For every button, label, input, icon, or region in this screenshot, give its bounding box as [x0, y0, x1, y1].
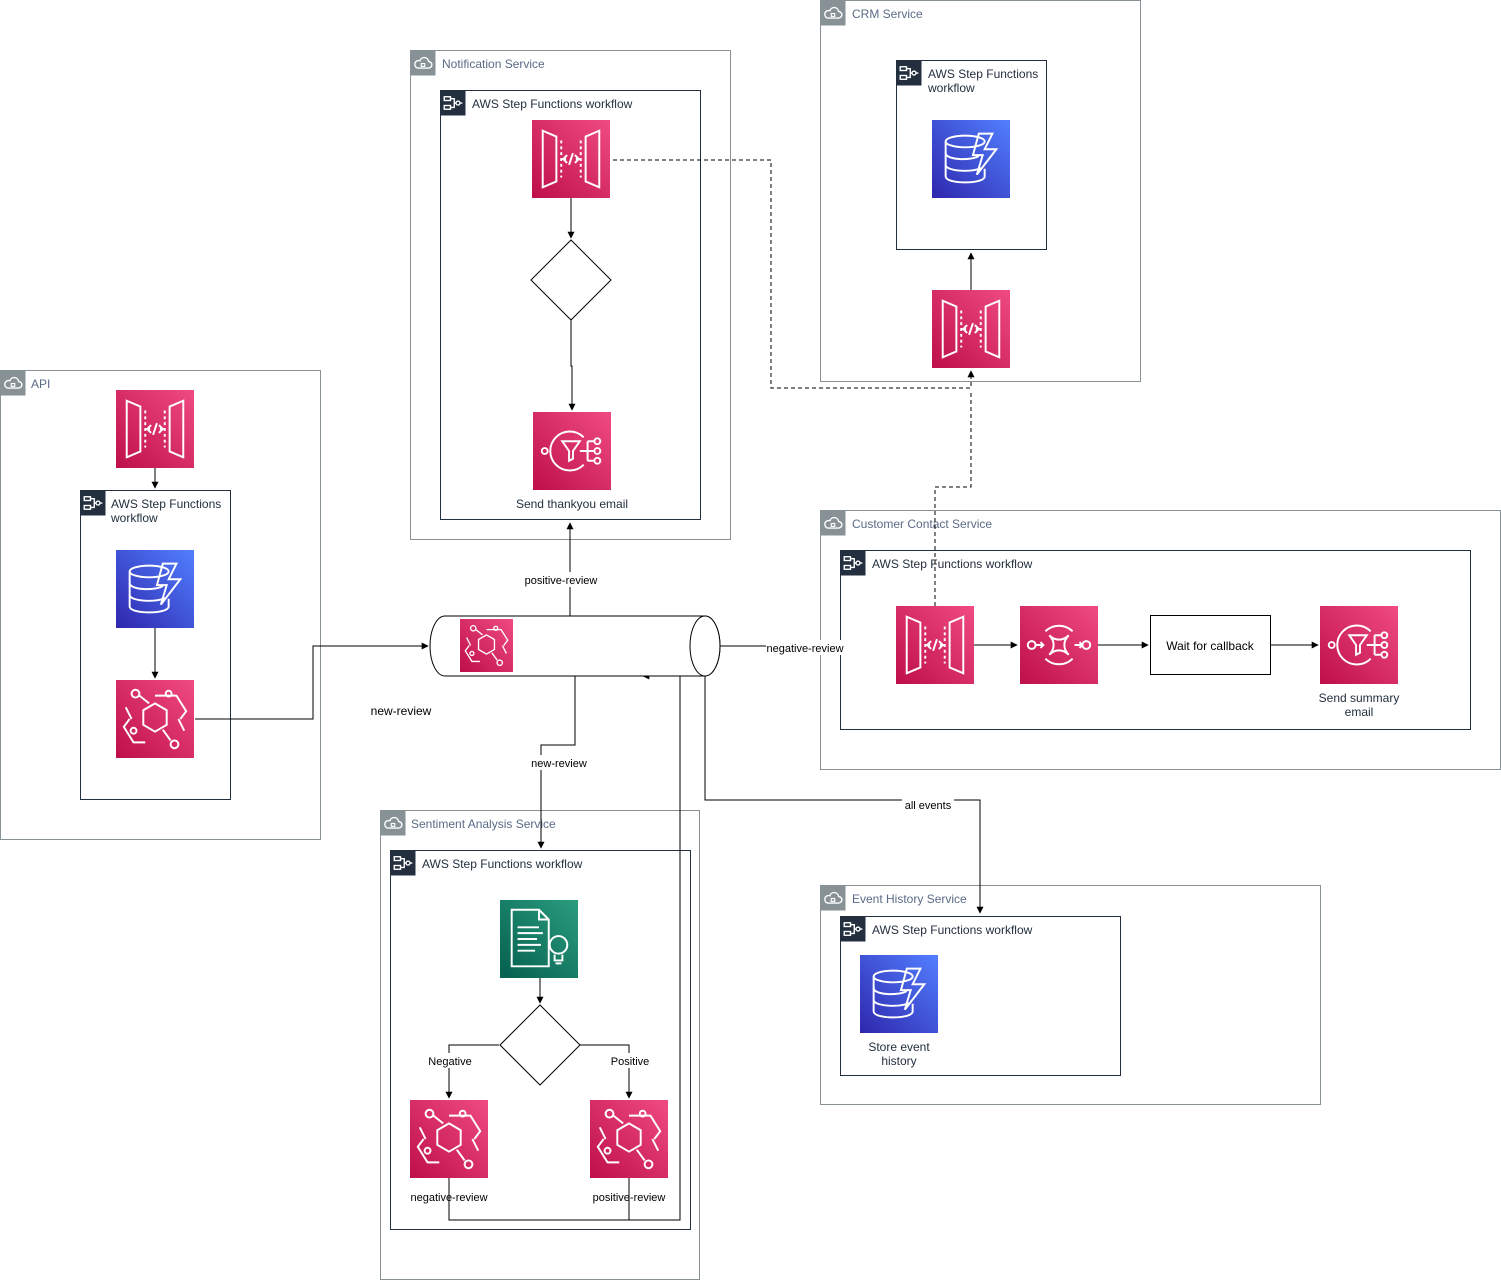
positive-branch-label: Positive — [611, 1056, 650, 1068]
dynamodb-icon — [116, 550, 194, 628]
step-functions-icon — [440, 90, 466, 116]
cloud-icon — [820, 510, 846, 536]
send-thankyou-label: Send thankyou email — [516, 497, 628, 511]
edge-bus-to-event-history — [704, 676, 984, 914]
negative-review-edge-label: negative-review — [766, 643, 843, 655]
dynamodb-icon — [932, 120, 1010, 198]
step-functions-icon — [896, 60, 922, 86]
all-events-edge-label: all events — [905, 800, 952, 812]
api-gateway-icon — [116, 390, 194, 468]
negative-branch-label: Negative — [428, 1056, 471, 1068]
edge-contact-to-crm-dashed — [934, 390, 972, 606]
crm-group-title: CRM Service — [852, 7, 923, 21]
sns-icon — [1320, 606, 1398, 684]
store-event-label-line2: history — [881, 1054, 916, 1068]
sentiment-group: Sentiment Analysis Service — [380, 810, 700, 1280]
notification-workflow-group: AWS Step Functions workflow — [440, 90, 701, 520]
cloud-icon — [820, 0, 846, 26]
step-functions-icon — [840, 550, 866, 576]
edge-api-to-bus — [195, 642, 429, 720]
send-summary-label-line1: Send summary — [1319, 691, 1400, 705]
edge-notif-to-crm-dashed — [571, 159, 975, 389]
crm-workflow-group: AWS Step Functions workflow — [896, 60, 1047, 250]
edge-decision-negative — [445, 1044, 499, 1099]
api-group: API — [0, 370, 321, 840]
eventbridge-icon — [590, 1100, 668, 1178]
dynamodb-icon — [860, 955, 938, 1033]
edge-decision-positive — [580, 1044, 633, 1099]
api-gateway-icon — [896, 606, 974, 684]
event-history-workflow-group: AWS Step Functions workflow — [840, 916, 1121, 1076]
edge-decision-to-sns — [568, 320, 576, 411]
sentiment-group-title: Sentiment Analysis Service — [411, 817, 556, 831]
negative-review-event-label: negative-review — [410, 1192, 487, 1204]
comprehend-icon — [500, 900, 578, 978]
api-gateway-icon — [932, 290, 1010, 368]
event-history-group: Event History Service — [820, 885, 1321, 1105]
api-workflow-group: AWS Step Functions workflow — [80, 490, 231, 800]
api-gateway-icon — [532, 120, 610, 198]
cloud-icon — [410, 50, 436, 76]
positive-review-edge-label: positive-review — [525, 575, 598, 587]
api-workflow-title-line1: AWS Step Functions — [111, 497, 221, 511]
step-functions-icon — [840, 916, 866, 942]
notification-workflow-title: AWS Step Functions workflow — [472, 97, 633, 111]
cloud-icon — [380, 810, 406, 836]
cloud-icon — [820, 885, 846, 911]
sentiment-workflow-title: AWS Step Functions workflow — [422, 857, 583, 871]
store-event-label-line1: Store event — [868, 1040, 930, 1054]
positive-review-event-label: positive-review — [593, 1192, 666, 1204]
event-history-group-title: Event History Service — [852, 892, 967, 906]
sqs-icon — [1020, 606, 1098, 684]
eventbridge-icon — [460, 619, 513, 672]
event-history-workflow-title: AWS Step Functions workflow — [872, 923, 1033, 937]
api-group-title: API — [31, 377, 50, 391]
wait-for-callback-node: Wait for callback — [1150, 615, 1271, 675]
new-review-edge-label-left: new-review — [371, 704, 432, 718]
crm-workflow-title-line2: workflow — [927, 81, 975, 95]
notification-decision — [530, 239, 612, 321]
crm-group: CRM Service — [820, 0, 1141, 382]
customer-contact-group-title: Customer Contact Service — [852, 517, 992, 531]
api-workflow-title-line2: workflow — [110, 511, 158, 525]
send-summary-label-line2: email — [1345, 705, 1374, 719]
sentiment-decision — [499, 1004, 581, 1086]
sns-icon — [533, 412, 611, 490]
eventbridge-icon — [410, 1100, 488, 1178]
eventbridge-icon — [116, 680, 194, 758]
edge-bus-to-sentiment — [537, 676, 576, 849]
crm-workflow-title-line1: AWS Step Functions — [928, 67, 1038, 81]
notification-group-title: Notification Service — [442, 57, 545, 71]
sentiment-workflow-group: AWS Step Functions workflow — [390, 850, 691, 1230]
edge-labels: positive-review negative-review new-revi… — [371, 572, 954, 1068]
step-functions-icon — [80, 490, 106, 516]
connectors — [151, 159, 1319, 1221]
cloud-icon — [0, 370, 26, 396]
new-review-edge-label-down: new-review — [531, 758, 587, 770]
step-functions-icon — [390, 850, 416, 876]
customer-contact-workflow-title: AWS Step Functions workflow — [872, 557, 1033, 571]
event-bus — [429, 615, 721, 677]
wait-for-callback-label: Wait for callback — [1166, 639, 1255, 653]
